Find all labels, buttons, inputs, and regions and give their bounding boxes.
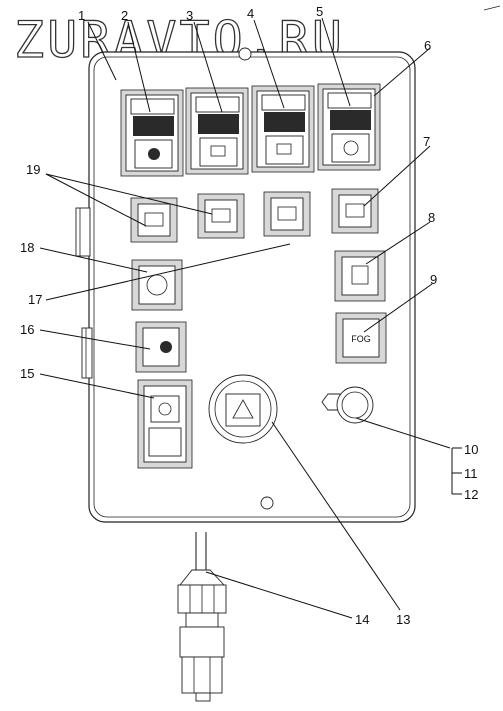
side-bracket-lower bbox=[81, 327, 93, 379]
callout-13: 13 bbox=[396, 612, 410, 627]
callout-7: 7 bbox=[423, 134, 430, 149]
callout-labels: 1 2 3 4 5 6 7 8 9 10 11 12 13 14 15 16 1… bbox=[20, 4, 478, 627]
callout-10: 10 bbox=[464, 442, 478, 457]
square-button-17[interactable] bbox=[263, 191, 311, 237]
square-button-18[interactable] bbox=[131, 259, 183, 311]
callout-16: 16 bbox=[20, 322, 34, 337]
callout-9: 9 bbox=[430, 272, 437, 287]
square-button-19b[interactable] bbox=[197, 193, 245, 239]
callout-19: 19 bbox=[26, 162, 40, 177]
callout-14: 14 bbox=[355, 612, 369, 627]
watermark-corner-mark bbox=[483, 5, 501, 11]
callout-6: 6 bbox=[424, 38, 431, 53]
square-button-8[interactable] bbox=[334, 250, 386, 302]
mounting-hole-bottom bbox=[260, 496, 274, 510]
callout-bracket-10-12 bbox=[451, 447, 462, 495]
side-bracket-upper bbox=[75, 207, 91, 257]
square-button-7[interactable] bbox=[331, 188, 379, 234]
beacon-icon bbox=[148, 148, 160, 160]
rocker-switch-4[interactable] bbox=[251, 85, 315, 173]
square-button-19a[interactable] bbox=[130, 197, 178, 243]
knob-10[interactable] bbox=[321, 386, 374, 424]
hazard-button-13[interactable] bbox=[208, 374, 278, 444]
hazard-triangle-icon bbox=[232, 399, 254, 419]
axle-lock-icon bbox=[210, 145, 226, 157]
callout-17: 17 bbox=[28, 292, 42, 307]
rocker-switch-15[interactable] bbox=[137, 379, 193, 469]
leader-lines bbox=[39, 17, 451, 619]
headlamp-icon bbox=[160, 341, 172, 353]
callout-8: 8 bbox=[428, 210, 435, 225]
differential-lock-icon bbox=[276, 143, 292, 155]
mounting-hole-top bbox=[238, 47, 252, 61]
callout-11: 11 bbox=[464, 466, 478, 481]
rocker-switch-3[interactable] bbox=[185, 87, 249, 175]
callout-3: 3 bbox=[186, 8, 193, 23]
callout-2: 2 bbox=[121, 8, 128, 23]
rocker-switch-2[interactable] bbox=[120, 89, 184, 177]
rocker-switch-5[interactable] bbox=[317, 83, 381, 171]
cable-connector-14 bbox=[177, 532, 227, 702]
fog-lamp-button-9[interactable]: FOG bbox=[335, 312, 387, 364]
callout-1: 1 bbox=[78, 8, 85, 23]
fog-lamp-label: FOG bbox=[351, 334, 371, 344]
callout-4: 4 bbox=[247, 6, 254, 21]
callout-18: 18 bbox=[20, 240, 34, 255]
rocker-switch-icon bbox=[343, 140, 359, 156]
callout-12: 12 bbox=[464, 487, 478, 502]
callout-15: 15 bbox=[20, 366, 34, 381]
square-button-16[interactable] bbox=[135, 321, 187, 373]
callout-5: 5 bbox=[316, 4, 323, 19]
beacon-icon bbox=[158, 402, 172, 416]
